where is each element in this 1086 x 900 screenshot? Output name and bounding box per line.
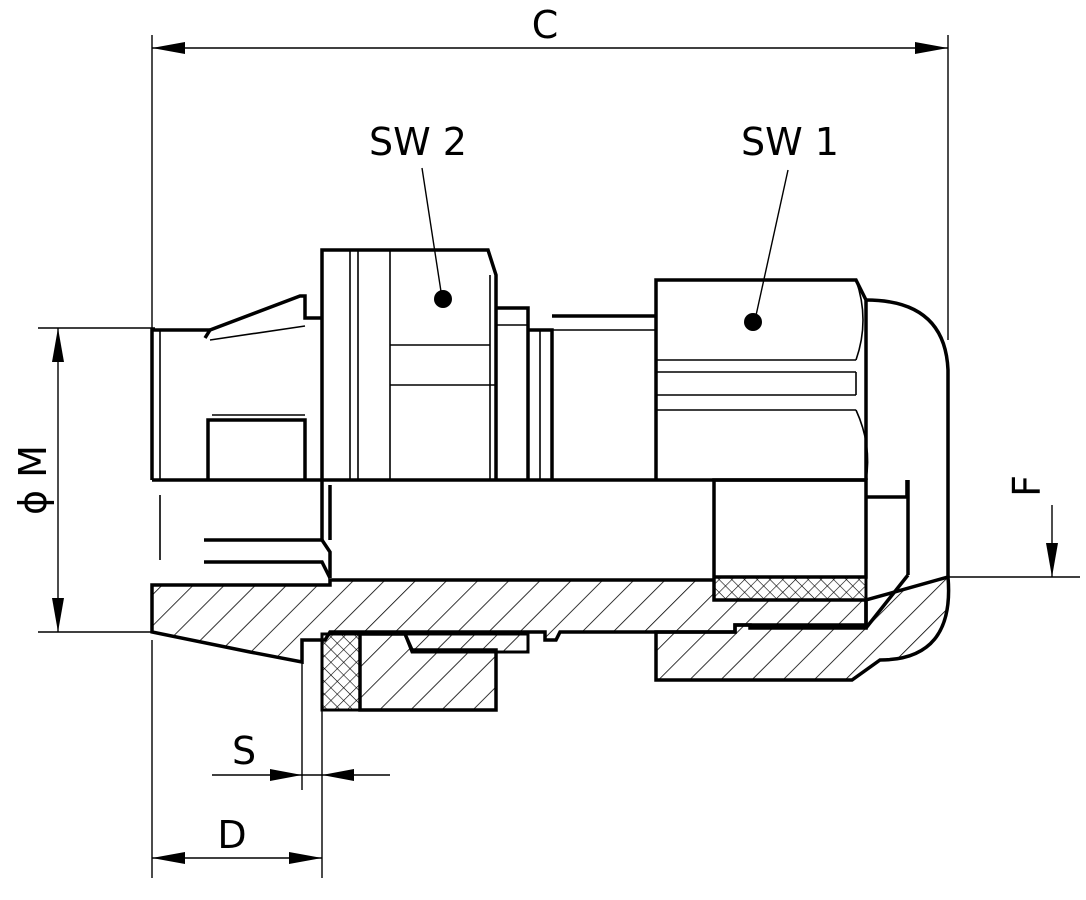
leader-dot-sw2 — [434, 290, 452, 308]
dimension-f: F — [948, 475, 1080, 578]
label-s: S — [232, 729, 256, 773]
label-sw1: SW 1 — [741, 120, 839, 164]
leader-sw1: SW 1 — [741, 120, 839, 331]
leader-sw2: SW 2 — [369, 120, 467, 308]
sw2-thread-section — [402, 632, 530, 654]
leader-dot-sw1 — [744, 313, 762, 331]
sw1-dome-section — [654, 574, 951, 682]
o-ring-section — [320, 632, 362, 712]
label-phi-m: ϕ M — [11, 445, 55, 515]
label-d: D — [217, 813, 246, 857]
gland-lower-section — [150, 478, 951, 712]
label-f: F — [1005, 475, 1049, 497]
label-c: C — [532, 3, 559, 47]
seal-ring — [712, 575, 868, 602]
gland-upper-elevation — [150, 248, 950, 577]
dimension-s: S — [212, 660, 390, 790]
dimension-phi-m: ϕ M — [11, 327, 155, 633]
label-sw2: SW 2 — [369, 120, 467, 164]
dimension-c: C — [151, 3, 949, 340]
dimension-d: D — [151, 640, 323, 878]
